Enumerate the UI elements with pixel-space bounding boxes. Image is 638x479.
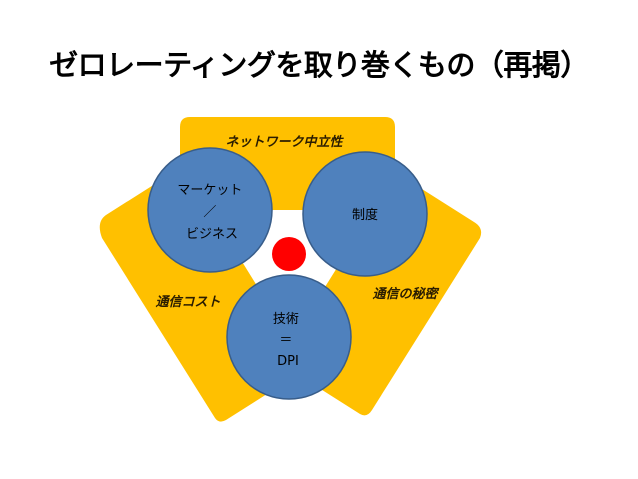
circle-system-line-1: 制度 <box>352 207 378 223</box>
band-label-top: ネットワーク中立性 <box>225 134 344 150</box>
band-label-right: 通信の秘密 <box>372 286 439 302</box>
circle-tech-label: 技術 ＝ DPI <box>273 312 303 369</box>
circle-market-line-2: ／ <box>203 205 216 220</box>
circle-market-label: マーケット ／ ビジネス <box>177 183 246 242</box>
band-label-left: 通信コスト <box>155 294 220 310</box>
circle-market <box>147 147 273 273</box>
circle-tech <box>226 274 352 400</box>
circle-system <box>302 151 428 277</box>
slide-title: ゼロレーティングを取り巻くもの（再掲） <box>49 48 589 82</box>
center-dot <box>272 237 306 271</box>
circle-market-line-3: ビジネス <box>186 227 238 242</box>
circle-market-line-1: マーケット <box>177 183 242 198</box>
circle-tech-line-1: 技術 <box>273 312 299 327</box>
circle-system-label: 制度 <box>352 207 378 223</box>
circle-tech-line-2: ＝ <box>279 333 292 348</box>
circle-tech-line-3: DPI <box>277 354 299 369</box>
